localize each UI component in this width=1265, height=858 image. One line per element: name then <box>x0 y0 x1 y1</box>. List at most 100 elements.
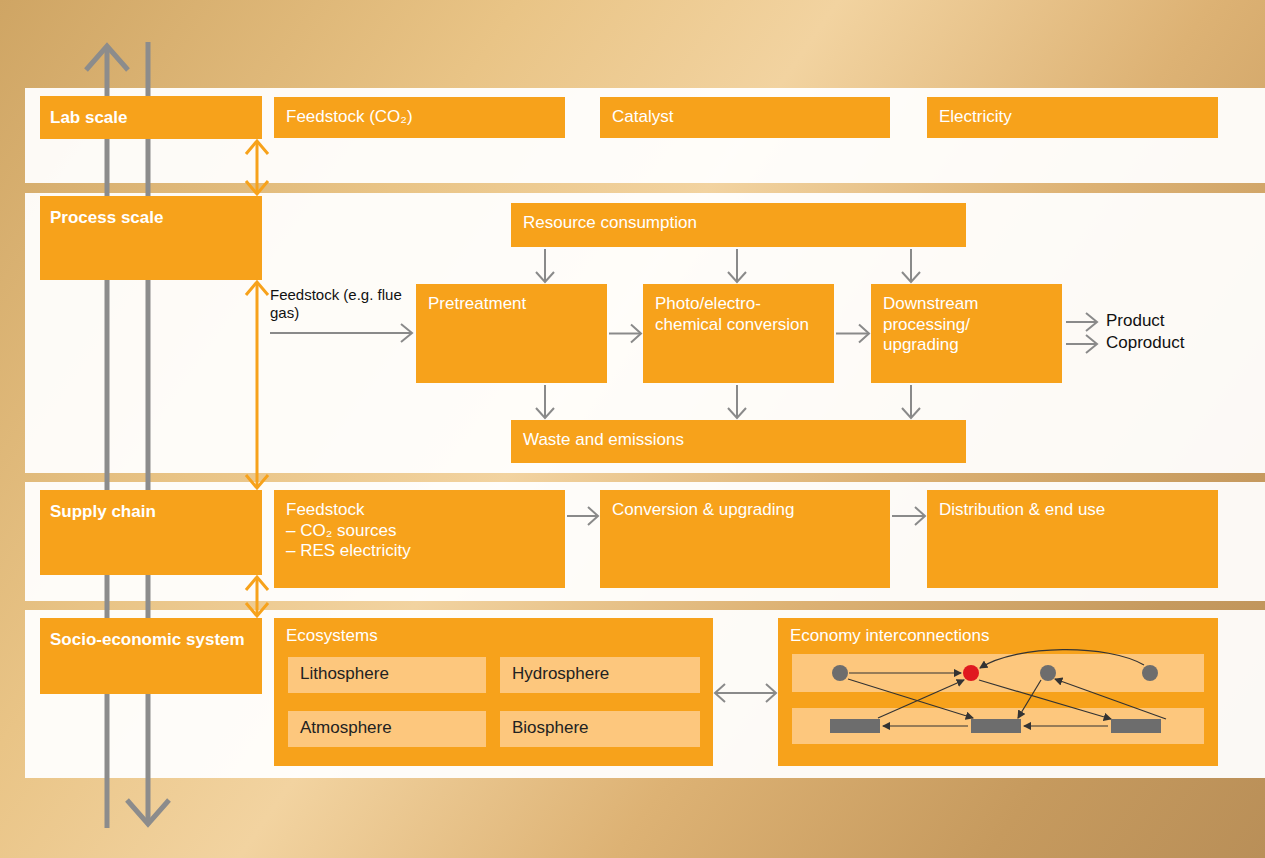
scale-axis-arrows <box>86 42 169 828</box>
supply-box: Conversion & upgrading <box>600 490 890 588</box>
arrow-head <box>536 408 554 418</box>
arrow-head <box>631 325 641 343</box>
sphere-box: Lithosphere <box>288 657 486 693</box>
input-box: Catalyst <box>600 97 890 138</box>
connector-line <box>544 249 546 282</box>
box-text: Electricity <box>939 107 1206 128</box>
connector-line <box>715 692 776 694</box>
connector <box>836 325 869 343</box>
box-line: – RES electricity <box>286 541 553 562</box>
resource-bar: Resource consumption <box>511 203 966 247</box>
arrow-head <box>766 684 776 702</box>
input-label: Feedstock (e.g. flue gas) <box>270 286 410 322</box>
arrow-head <box>246 141 268 154</box>
box-text: Waste and emissions <box>523 430 954 451</box>
connector <box>246 577 268 616</box>
input-box: Electricity <box>927 97 1218 138</box>
box-text: Catalyst <box>612 107 878 128</box>
arrow-head <box>86 46 128 70</box>
connector-line <box>910 249 912 282</box>
arrow-head <box>536 272 554 282</box>
arrow-head <box>246 282 268 295</box>
scale-label: Socio-economic system <box>40 618 262 694</box>
connector-line <box>256 577 259 616</box>
connector <box>892 507 925 525</box>
box-line: – CO₂ sources <box>286 521 553 542</box>
network-nodes <box>830 665 1161 733</box>
connector <box>902 385 920 418</box>
waste-bar: Waste and emissions <box>511 420 966 463</box>
arrow-head <box>728 272 746 282</box>
box-text: Socio-economic system <box>50 630 252 651</box>
connector-line <box>736 385 738 418</box>
arrow-head <box>1086 313 1097 331</box>
process-box: Photo/electro- chemical conversion <box>643 284 834 383</box>
arrow-head <box>915 507 925 525</box>
connector-line <box>736 249 738 282</box>
arrow-head <box>588 507 598 525</box>
connector <box>609 325 641 343</box>
box-text: Conversion & upgrading <box>612 500 878 521</box>
arrow-head <box>127 800 169 824</box>
arrow-head <box>246 577 268 590</box>
group-box: Economy interconnections <box>778 618 1218 766</box>
arrow-head <box>902 272 920 282</box>
box-text: Lab scale <box>50 108 252 129</box>
box-text: Biosphere <box>512 718 688 739</box>
downward-arrow <box>146 42 151 822</box>
box-text: Downstream processing/ upgrading <box>883 294 1050 356</box>
output-label: Coproduct <box>1106 333 1256 353</box>
arrow-head <box>902 408 920 418</box>
connector <box>728 249 746 282</box>
scale-label: Supply chain <box>40 490 262 575</box>
output-arrow <box>1066 343 1097 345</box>
network-row <box>792 708 1204 744</box>
input-box: Feedstock (CO₂) <box>274 97 565 138</box>
connector-line <box>544 385 546 418</box>
input-arrow <box>270 332 412 334</box>
connector <box>246 141 268 194</box>
upward-arrow <box>105 48 110 828</box>
box-text: Feedstock <box>286 500 553 521</box>
output-arrow <box>1066 321 1097 323</box>
box-text: Feedstock (CO₂) <box>286 107 553 128</box>
arrow-head <box>728 408 746 418</box>
connector <box>902 249 920 282</box>
process-box: Pretreatment <box>416 284 607 383</box>
arrow-head <box>246 475 268 488</box>
arrow-head <box>401 324 412 342</box>
network-links <box>848 650 1166 726</box>
connector-line <box>567 515 598 517</box>
connector-line <box>256 141 259 194</box>
sphere-box: Hydrosphere <box>500 657 700 693</box>
connector <box>246 282 268 488</box>
box-text: Ecosystems <box>286 626 701 647</box>
connector <box>728 385 746 418</box>
sphere-box: Biosphere <box>500 711 700 747</box>
box-text: Distribution & end use <box>939 500 1206 521</box>
connector <box>715 684 776 702</box>
output-label: Product <box>1106 311 1256 331</box>
connector <box>536 249 554 282</box>
connector <box>536 385 554 418</box>
connector-line <box>892 515 925 517</box>
box-text: Supply chain <box>50 502 252 523</box>
connector <box>567 507 598 525</box>
arrow-head <box>715 684 725 702</box>
box-text: Resource consumption <box>523 213 954 234</box>
box-text: Photo/electro- chemical conversion <box>655 294 822 335</box>
connector-line <box>609 333 641 335</box>
box-text: Lithosphere <box>300 664 474 685</box>
sphere-box: Atmosphere <box>288 711 486 747</box>
connector-line <box>836 333 869 335</box>
group-box: EcosystemsLithosphere HydrosphereAtmosphe… <box>274 618 713 766</box>
process-box: Downstream processing/ upgrading <box>871 284 1062 383</box>
supply-box: Feedstock– CO₂ sources– RES electricity <box>274 490 565 588</box>
arrow-head <box>859 325 869 343</box>
supply-box: Distribution & end use <box>927 490 1218 588</box>
box-text: Atmosphere <box>300 718 474 739</box>
arrow-head <box>246 181 268 194</box>
connector-line <box>910 385 912 418</box>
connector-line <box>256 282 259 488</box>
